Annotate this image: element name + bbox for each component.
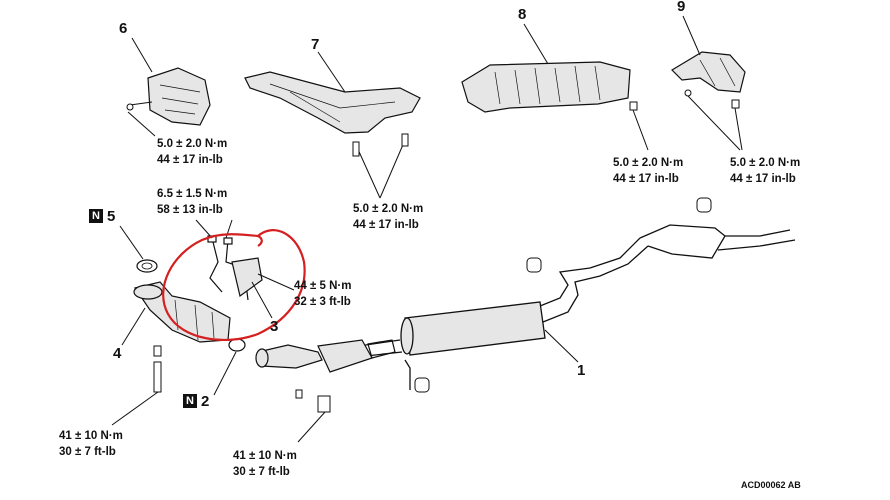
leader-front [297, 411, 326, 443]
leader-4b [111, 391, 159, 426]
bolt-9a [684, 89, 692, 97]
heat-shield-7 [244, 71, 421, 134]
sensor-leaders [195, 219, 295, 319]
bolt-7b [401, 133, 409, 147]
leader-6 [127, 37, 156, 137]
heat-shield-8 [461, 61, 631, 113]
front-stud-bolt [295, 389, 331, 413]
callout-9: 9 [677, 0, 686, 15]
callout-7: 7 [311, 36, 320, 53]
leader-9 [682, 15, 743, 151]
exhaust-pipe-1 [344, 224, 796, 390]
figure-code: ACD00062 AB [741, 480, 801, 490]
hanger-rubbers [414, 197, 712, 393]
callout-8: 8 [518, 6, 527, 23]
callout-4: 4 [113, 345, 122, 362]
heat-shield-9 [671, 51, 746, 93]
bolt-7a [352, 141, 360, 157]
new-part-marker-2: N [183, 394, 197, 408]
red-annotation-circle [162, 229, 306, 341]
gasket-5 [136, 259, 158, 273]
catalytic-converter-4 [133, 281, 231, 343]
leader-5 [119, 225, 144, 260]
callout-3: 3 [270, 318, 279, 335]
callout-1: 1 [577, 362, 586, 379]
bracket-3 [231, 257, 263, 298]
bolt-9b [731, 99, 740, 109]
leader-1 [544, 329, 579, 363]
stud-bolt-4 [153, 345, 162, 393]
leader-4 [121, 307, 146, 346]
leader-2 [213, 351, 237, 396]
bolt-6 [126, 103, 134, 111]
leader-7 [317, 51, 406, 199]
leader-8 [523, 23, 649, 151]
new-part-marker-5: N [89, 209, 103, 223]
heat-shield-6 [147, 67, 211, 126]
bolt-8 [629, 101, 638, 111]
callout-6: 6 [119, 20, 128, 37]
front-pipe [255, 339, 396, 373]
